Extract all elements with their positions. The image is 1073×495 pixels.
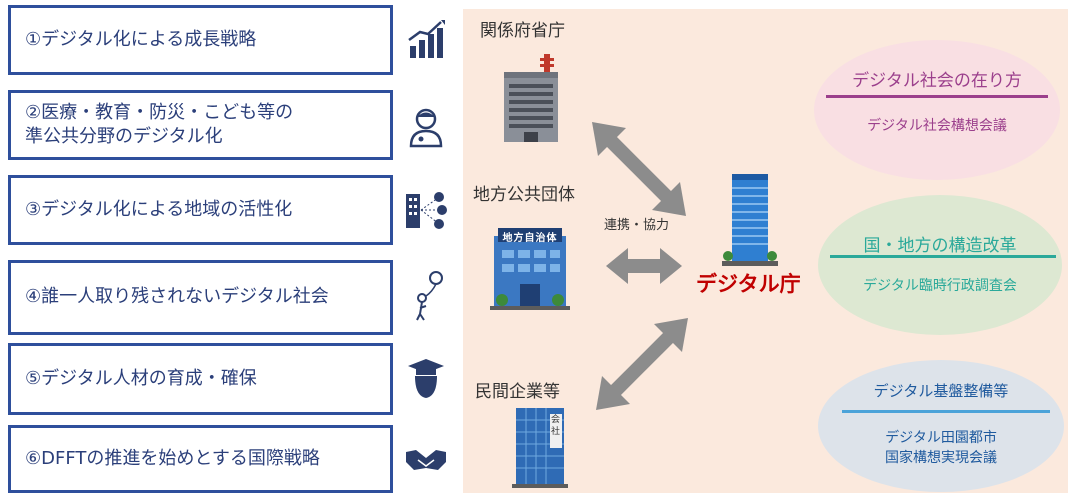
private-label: 民間企業等 bbox=[475, 382, 560, 402]
council-infrastructure: デジタル基盤整備等 デジタル田園都市 国家構想実現会議 bbox=[818, 360, 1064, 492]
local-gov-sign: 地方自治体 bbox=[502, 233, 558, 244]
council-subtitle: デジタル社会構想会議 bbox=[867, 118, 1007, 134]
item-label: ①デジタル化による成長戦略 bbox=[25, 28, 257, 50]
council-subtitle: デジタル臨時行政調査会 bbox=[863, 278, 1017, 294]
local-gov-arrow bbox=[606, 248, 682, 284]
council-subtitle: デジタル田園都市 国家構想実現会議 bbox=[885, 430, 997, 467]
item-talent: ⑤デジタル人材の育成・確保 bbox=[8, 343, 393, 415]
person-balloon-icon bbox=[416, 271, 443, 321]
local-gov-label: 地方公共団体 bbox=[473, 185, 575, 205]
digital-agency-label: デジタル庁 bbox=[696, 272, 801, 296]
item-label: ③デジタル化による地域の活性化 bbox=[25, 198, 293, 220]
item-quasi-public: ②医療・教育・防災・こども等の 準公共分野のデジタル化 bbox=[8, 90, 393, 160]
item-regional: ③デジタル化による地域の活性化 bbox=[8, 175, 393, 245]
ministry-building-icon bbox=[504, 54, 558, 142]
company-building-icon bbox=[512, 408, 568, 488]
council-structural-reform: 国・地方の構造改革 デジタル臨時行政調査会 bbox=[818, 195, 1062, 335]
ministry-arrow bbox=[592, 122, 686, 216]
handshake-icon bbox=[406, 450, 446, 470]
council-society: デジタル社会の在り方 デジタル社会構想会議 bbox=[814, 40, 1060, 180]
item-label: ④誰一人取り残されないデジタル社会 bbox=[25, 286, 329, 308]
company-sign: 会社 bbox=[551, 415, 561, 437]
item-label: ⑤デジタル人材の育成・確保 bbox=[25, 367, 257, 389]
network-building-icon bbox=[406, 192, 447, 229]
council-divider bbox=[842, 410, 1050, 413]
item-dfft: ⑥DFFTの推進を始めとする国際戦略 bbox=[8, 425, 393, 493]
doctor-icon bbox=[409, 108, 443, 148]
growth-chart-icon bbox=[408, 20, 445, 58]
council-title: デジタル基盤整備等 bbox=[873, 382, 1009, 400]
graduate-icon bbox=[408, 359, 444, 398]
item-label: ②医療・教育・防災・こども等の 準公共分野のデジタル化 bbox=[25, 101, 294, 147]
item-inclusive: ④誰一人取り残されないデジタル社会 bbox=[8, 260, 393, 335]
item-growth-strategy: ①デジタル化による成長戦略 bbox=[8, 5, 393, 75]
council-title: 国・地方の構造改革 bbox=[863, 236, 1017, 256]
private-arrow bbox=[596, 318, 688, 410]
ministries-label: 関係府省庁 bbox=[480, 21, 565, 41]
item-label: ⑥DFFTの推進を始めとする国際戦略 bbox=[25, 447, 320, 469]
council-divider bbox=[830, 255, 1056, 258]
digital-agency-building-icon bbox=[722, 174, 778, 266]
local-gov-building-icon bbox=[490, 228, 570, 310]
council-divider bbox=[826, 95, 1048, 98]
cooperation-label: 連携・協力 bbox=[604, 218, 670, 233]
council-title: デジタル社会の在り方 bbox=[852, 71, 1022, 91]
